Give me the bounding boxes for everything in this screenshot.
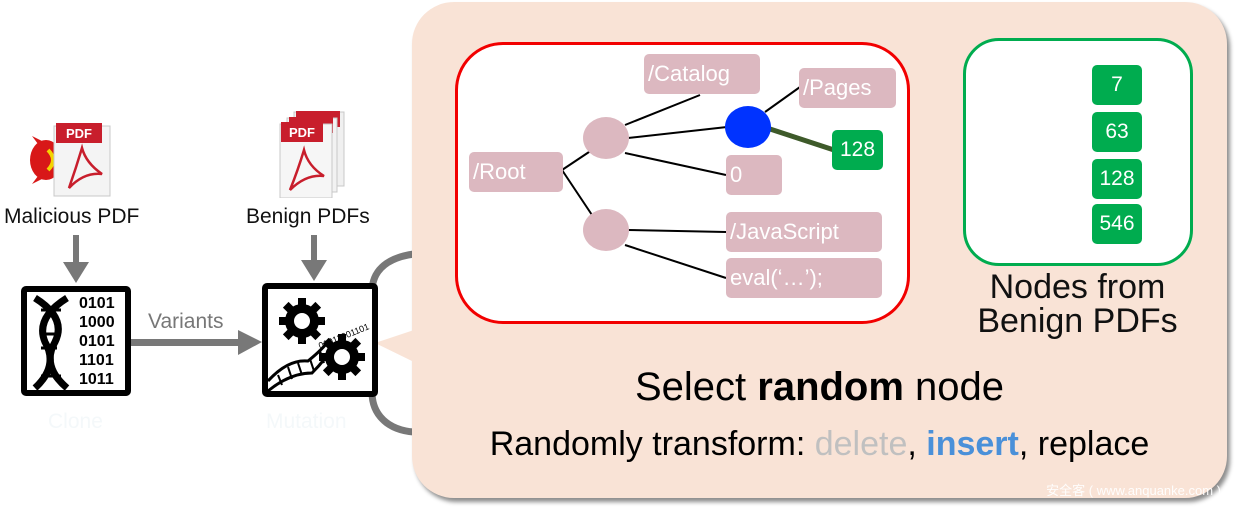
mutation-gears-icon: 01011001101 — [262, 283, 378, 397]
select-bold: random — [757, 365, 904, 409]
edge-javascript — [627, 229, 727, 233]
arrow-benign-to-mutation — [301, 235, 327, 281]
pdf-badge-text: PDF — [66, 126, 92, 141]
benign-pdfs-label: Benign PDFs — [246, 205, 370, 228]
tree-node-catalog[interactable]: /Catalog — [644, 54, 760, 94]
dna-bits-row: 0101 — [79, 295, 115, 312]
transform-prefix: Randomly transform: — [489, 425, 815, 463]
op-insert: insert — [926, 425, 1019, 463]
edge-root-lower — [561, 169, 593, 216]
arrow-malicious-to-clone — [63, 235, 89, 283]
loop-arc-bottom — [368, 391, 415, 436]
select-prefix: Select — [634, 365, 758, 409]
clone-label: Clone — [48, 410, 103, 433]
dna-bits-row: 1000 — [79, 314, 115, 331]
transform-operations-text: Randomly transform: delete, insert, repl… — [412, 425, 1227, 464]
benign-node-value[interactable]: 63 — [1092, 112, 1142, 152]
edge-root-upper — [561, 149, 593, 171]
tree-node-eval[interactable]: eval(‘…’); — [726, 258, 882, 298]
dna-strand-icon — [268, 338, 336, 391]
clone-dna-icon: 0101 1000 0101 1101 1011 — [21, 286, 131, 396]
mutation-label: Mutation — [266, 410, 347, 433]
select-random-node-text: Select random node — [412, 365, 1227, 410]
arrow-clone-to-mutation — [130, 330, 262, 355]
malicious-pdf-label: Malicious PDF — [4, 205, 140, 228]
tree-node-dict-2 — [583, 209, 629, 251]
dna-bits-row: 1101 — [79, 352, 114, 369]
tree-node-dict-1 — [583, 117, 629, 159]
benign-node-value[interactable]: 7 — [1092, 65, 1142, 105]
tree-node-selected[interactable] — [725, 106, 771, 148]
gear-icon — [279, 298, 325, 344]
edge-selected — [627, 126, 728, 139]
edge-zero — [624, 152, 727, 176]
separator: , — [907, 425, 927, 463]
watermark: 安全客 ( www.anquanke.com ) — [1046, 483, 1221, 498]
benign-node-value[interactable]: 546 — [1092, 204, 1142, 244]
op-replace: replace — [1037, 425, 1150, 463]
dna-bits-row: 1011 — [79, 371, 114, 388]
edge-pages — [764, 86, 801, 113]
variants-label: Variants — [148, 310, 224, 333]
tree-node-javascript[interactable]: /JavaScript — [726, 212, 882, 252]
benign-pdfs-icon: PDF — [278, 108, 348, 198]
tree-node-zero[interactable]: 0 — [726, 155, 782, 195]
separator: , — [1018, 425, 1038, 463]
edge-catalog — [624, 94, 701, 126]
benign-nodes-caption: Nodes from Benign PDFs — [965, 270, 1190, 338]
select-suffix: node — [903, 365, 1005, 409]
tree-node-root[interactable]: /Root — [469, 152, 563, 192]
edge-inserted-value — [769, 126, 835, 153]
dna-bits-row: 0101 — [79, 333, 115, 350]
tree-node-inserted-value[interactable]: 128 — [832, 130, 883, 170]
op-delete: delete — [814, 425, 908, 463]
edge-eval — [624, 244, 727, 279]
malicious-pdf-icon: PDF — [24, 118, 114, 198]
caption-line-2: Benign PDFs — [977, 302, 1178, 340]
tree-node-pages[interactable]: /Pages — [799, 68, 896, 108]
benign-nodes-box — [963, 38, 1193, 266]
benign-node-value[interactable]: 128 — [1092, 159, 1142, 199]
pdf-badge-text: PDF — [289, 125, 315, 140]
caption-line-1: Nodes from — [989, 268, 1166, 306]
